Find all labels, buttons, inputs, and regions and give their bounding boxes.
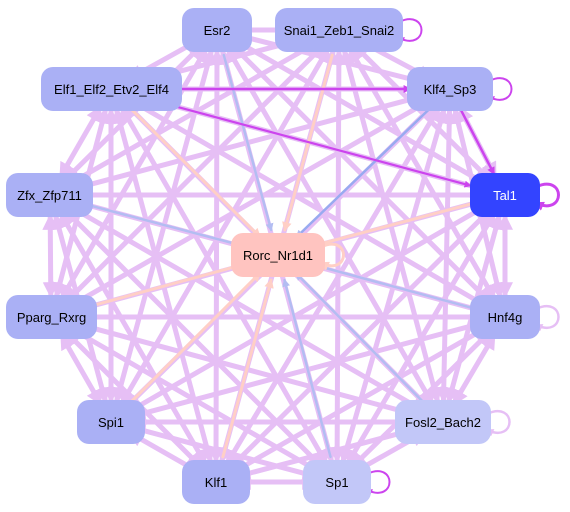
edge-elf-tal1 [144,97,472,188]
node-snai1-zeb1-snai2-label: Snai1_Zeb1_Snai2 [283,22,395,38]
node-snai1-zeb1-snai2[interactable]: Snai1_Zeb1_Snai2 [275,8,403,52]
edge-hnf4g-rorc [301,259,482,312]
node-klf1-label: Klf1 [204,474,228,490]
edge-zfx-rorc [73,200,255,251]
edge-elf-rorc [127,105,262,239]
self-loop-rorc [319,242,345,271]
node-hnf4g[interactable]: Hnf4g [470,295,540,339]
edge-sp1-rorc [282,278,332,459]
self-loop-klf4 [487,77,513,103]
edge-pparg-rorc [74,259,255,312]
node-rorc-nr1d1-label: Rorc_Nr1d1 [242,247,314,263]
edge-esr2-klf1 [208,48,225,464]
node-sp1-label: Sp1 [325,474,349,490]
node-hnf4g-label: Hnf4g [487,309,523,325]
edge-klf1-rorc [221,278,274,459]
node-zfx-zfp711-label: Zfx_Zfp711 [17,187,82,203]
node-klf1[interactable]: Klf1 [182,460,250,504]
edge-esr2-rorc [222,53,274,232]
edge-klf4-rorc [295,105,433,239]
self-loop-hnf4g [534,305,560,332]
node-pparg-rxrg-label: Pparg_Rxrg [16,309,87,325]
self-loop-sp1 [365,470,391,496]
edge-spi1-rorc [127,271,262,406]
edge-snai-sp1 [329,48,347,464]
node-esr2-label: Esr2 [203,22,231,38]
node-tal1-label: Tal1 [493,187,517,203]
edge-fosl2-rorc [295,272,426,405]
node-elf1-elf2-etv2-elf4[interactable]: Elf1_Elf2_Etv2_Elf4 [41,67,182,111]
node-pparg-rxrg[interactable]: Pparg_Rxrg [6,295,97,339]
node-sp1[interactable]: Sp1 [303,460,371,504]
node-klf4-sp3[interactable]: Klf4_Sp3 [407,67,493,111]
node-spi1[interactable]: Spi1 [77,400,145,444]
node-elf1-elf2-etv2-elf4-label: Elf1_Elf2_Etv2_Elf4 [54,81,169,97]
node-klf4-sp3-label: Klf4_Sp3 [423,81,477,97]
edge-klf4-tal1 [459,109,496,176]
edge-tal1-rorc [301,200,482,252]
self-loop-tal1 [534,182,560,211]
self-loop-fosl2 [485,410,511,437]
node-tal1[interactable]: Tal1 [470,173,540,217]
node-fosl2-bach2[interactable]: Fosl2_Bach2 [395,400,491,444]
node-rorc-nr1d1[interactable]: Rorc_Nr1d1 [231,233,325,277]
node-zfx-zfp711[interactable]: Zfx_Zfp711 [6,173,93,217]
node-fosl2-bach2-label: Fosl2_Bach2 [405,414,481,430]
node-spi1-label: Spi1 [97,414,125,430]
self-loop-snai [397,18,423,44]
edge-zfx-pparg [42,213,59,299]
node-esr2[interactable]: Esr2 [182,8,252,52]
